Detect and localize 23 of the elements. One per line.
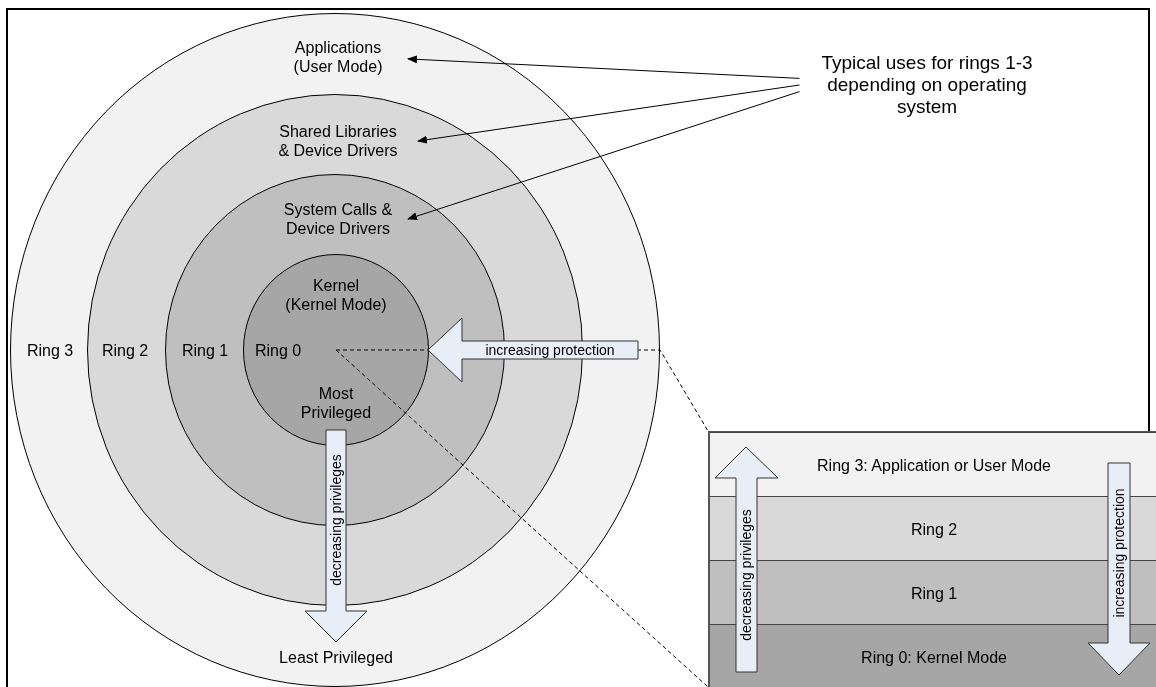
ring-label: Ring 1 [180, 340, 230, 360]
ring-label: Ring 3 [25, 340, 75, 360]
callout-text: Typical uses for rings 1-3 depending on operating system [799, 52, 1055, 118]
arrow-label: increasing protection [485, 342, 615, 358]
ring-use-text: Shared Libraries & Device Drivers [258, 122, 418, 160]
arrow-label: increasing protection [1111, 488, 1127, 618]
ring-text: Most Privileged [299, 384, 373, 422]
leader-arrow [407, 91, 800, 220]
ring-label: Ring 0 [253, 340, 303, 360]
band-label: Ring 1 [910, 583, 958, 602]
ring-text: Kernel (Kernel Mode) [284, 276, 388, 314]
zoom-line [335, 349, 709, 687]
band-label: Ring 0: Kernel Mode [861, 647, 1007, 666]
leader-arrow [417, 84, 800, 144]
zoom-panel [708, 431, 1156, 687]
ring-text: Least Privileged [279, 647, 393, 667]
ring-label: Ring 2 [100, 340, 150, 360]
arrow-label: decreasing privileges [738, 509, 754, 641]
ring-use-text: System Calls & Device Drivers [268, 200, 408, 238]
leader-arrow [407, 55, 800, 79]
band-label: Ring 2 [910, 519, 958, 538]
band-label: Ring 3: Application or User Mode [817, 455, 1051, 474]
ring-use-text: Applications (User Mode) [268, 38, 408, 76]
